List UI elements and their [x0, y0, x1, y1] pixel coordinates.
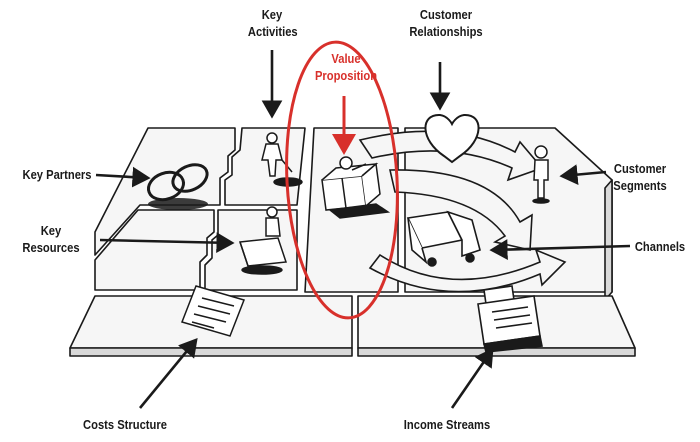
pointer-arrows: [95, 50, 631, 409]
block-key-activities: [224, 127, 306, 206]
label-value-proposition: Value Proposition: [313, 50, 378, 84]
block-key-partners: [94, 127, 236, 256]
label-value-proposition-line2: Proposition: [314, 68, 378, 83]
heart-icon: [424, 113, 480, 164]
label-key-activities-line2: Activities: [247, 24, 298, 39]
label-income-streams: Income Streams: [400, 416, 495, 433]
label-key-activities: Key Activities: [247, 6, 298, 40]
customer-person-icon: [532, 145, 550, 204]
chain-icon: [147, 163, 209, 210]
truck-icon: [406, 210, 481, 267]
label-customer-relationships-line1: Customer: [419, 7, 473, 22]
cash-register-icon: [477, 285, 543, 353]
block-key-partners-lower: [94, 209, 215, 291]
arrow-costs-structure: [138, 337, 198, 409]
label-customer-relationships-line2: Relationships: [409, 24, 483, 39]
label-costs-structure: Costs Structure: [78, 416, 173, 433]
arrow-customer-segments: [559, 164, 607, 185]
label-value-proposition-line1: Value: [331, 51, 361, 66]
label-key-activities-line1: Key: [261, 7, 283, 22]
label-income-streams-text: Income Streams: [403, 417, 491, 432]
label-customer-segments: Customer Segments: [606, 160, 675, 194]
arrow-channels: [489, 239, 631, 260]
label-key-resources-line2: Resources: [22, 240, 80, 255]
arrow-key-resources: [99, 232, 235, 254]
label-customer-segments-line1: Customer: [613, 161, 667, 176]
document-icon: [181, 285, 245, 337]
label-channels: Channels: [631, 238, 689, 255]
gift-box-icon: [321, 156, 391, 219]
label-customer-segments-line2: Segments: [613, 178, 667, 193]
label-channels-text: Channels: [634, 239, 686, 254]
label-key-resources-line1: Key: [40, 223, 62, 238]
label-costs-structure-text: Costs Structure: [83, 417, 167, 432]
label-key-partners: Key Partners: [20, 166, 94, 183]
arrow-key-partners: [95, 166, 151, 188]
arrow-income-streams: [450, 347, 494, 409]
label-customer-relationships: Customer Relationships: [405, 6, 488, 40]
value-proposition-highlight: [285, 40, 399, 320]
resources-worker-icon: [238, 206, 288, 275]
label-key-partners-text: Key Partners: [22, 167, 92, 182]
label-key-resources: Key Resources: [21, 222, 81, 256]
